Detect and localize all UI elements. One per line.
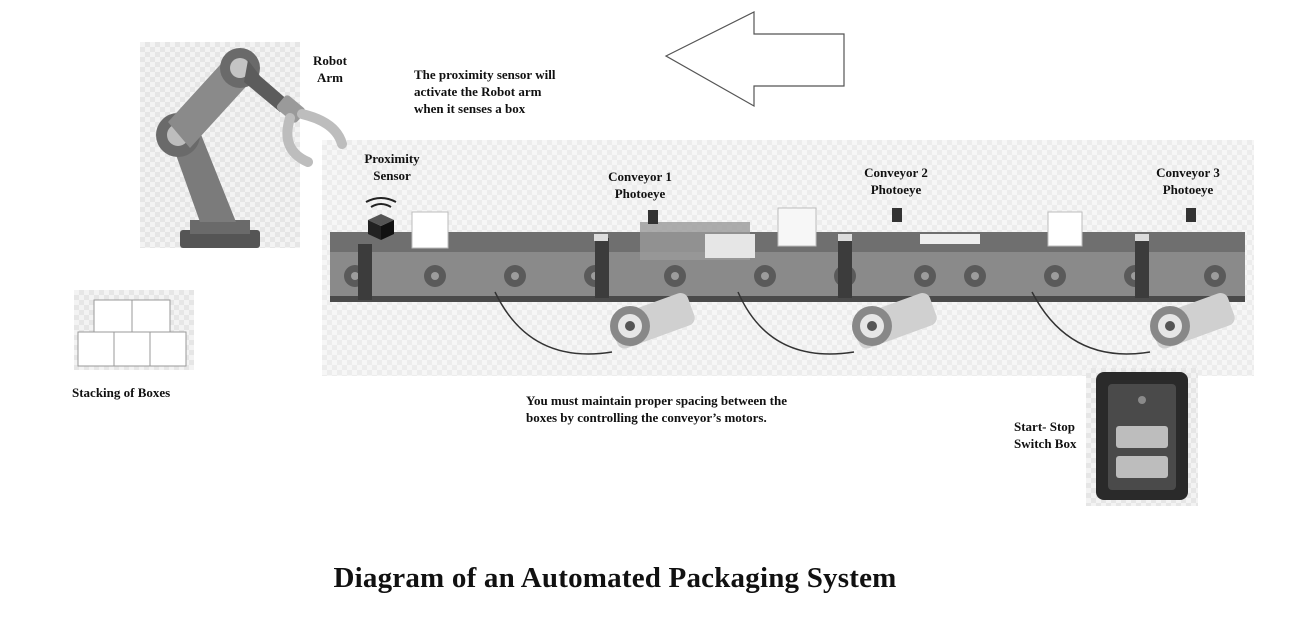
stacked-boxes-icon	[77, 299, 187, 367]
robot-arm-icon	[156, 48, 347, 248]
motor-icon	[494, 291, 1235, 355]
proximity-note: The proximity sensor will activate the R…	[414, 67, 556, 116]
proximity-sensor-icon	[365, 197, 397, 240]
direction-arrow-icon	[664, 11, 845, 108]
conveyor-3-photoeye-label: Conveyor 3 Photoeye	[1156, 165, 1220, 197]
spacing-note: You must maintain proper spacing between…	[526, 393, 787, 425]
proximity-sensor-label: Proximity Sensor	[364, 151, 420, 183]
conveyor-3-belt	[945, 232, 1245, 302]
switch-box-label: Start- Stop Switch Box	[1014, 419, 1077, 451]
diagram-title: Diagram of an Automated Packaging System	[333, 562, 897, 594]
box-icon	[411, 207, 1083, 249]
photoeye-icon	[648, 208, 1196, 224]
robot-arm-label: Robot Arm	[313, 53, 347, 85]
conveyor-2-photoeye-label: Conveyor 2 Photoeye	[864, 165, 928, 197]
switch-box-icon[interactable]	[1090, 370, 1196, 504]
conveyor-1-photoeye-label: Conveyor 1 Photoeye	[608, 169, 672, 201]
stacking-label: Stacking of Boxes	[72, 385, 171, 400]
conveyor-system	[330, 207, 1245, 355]
